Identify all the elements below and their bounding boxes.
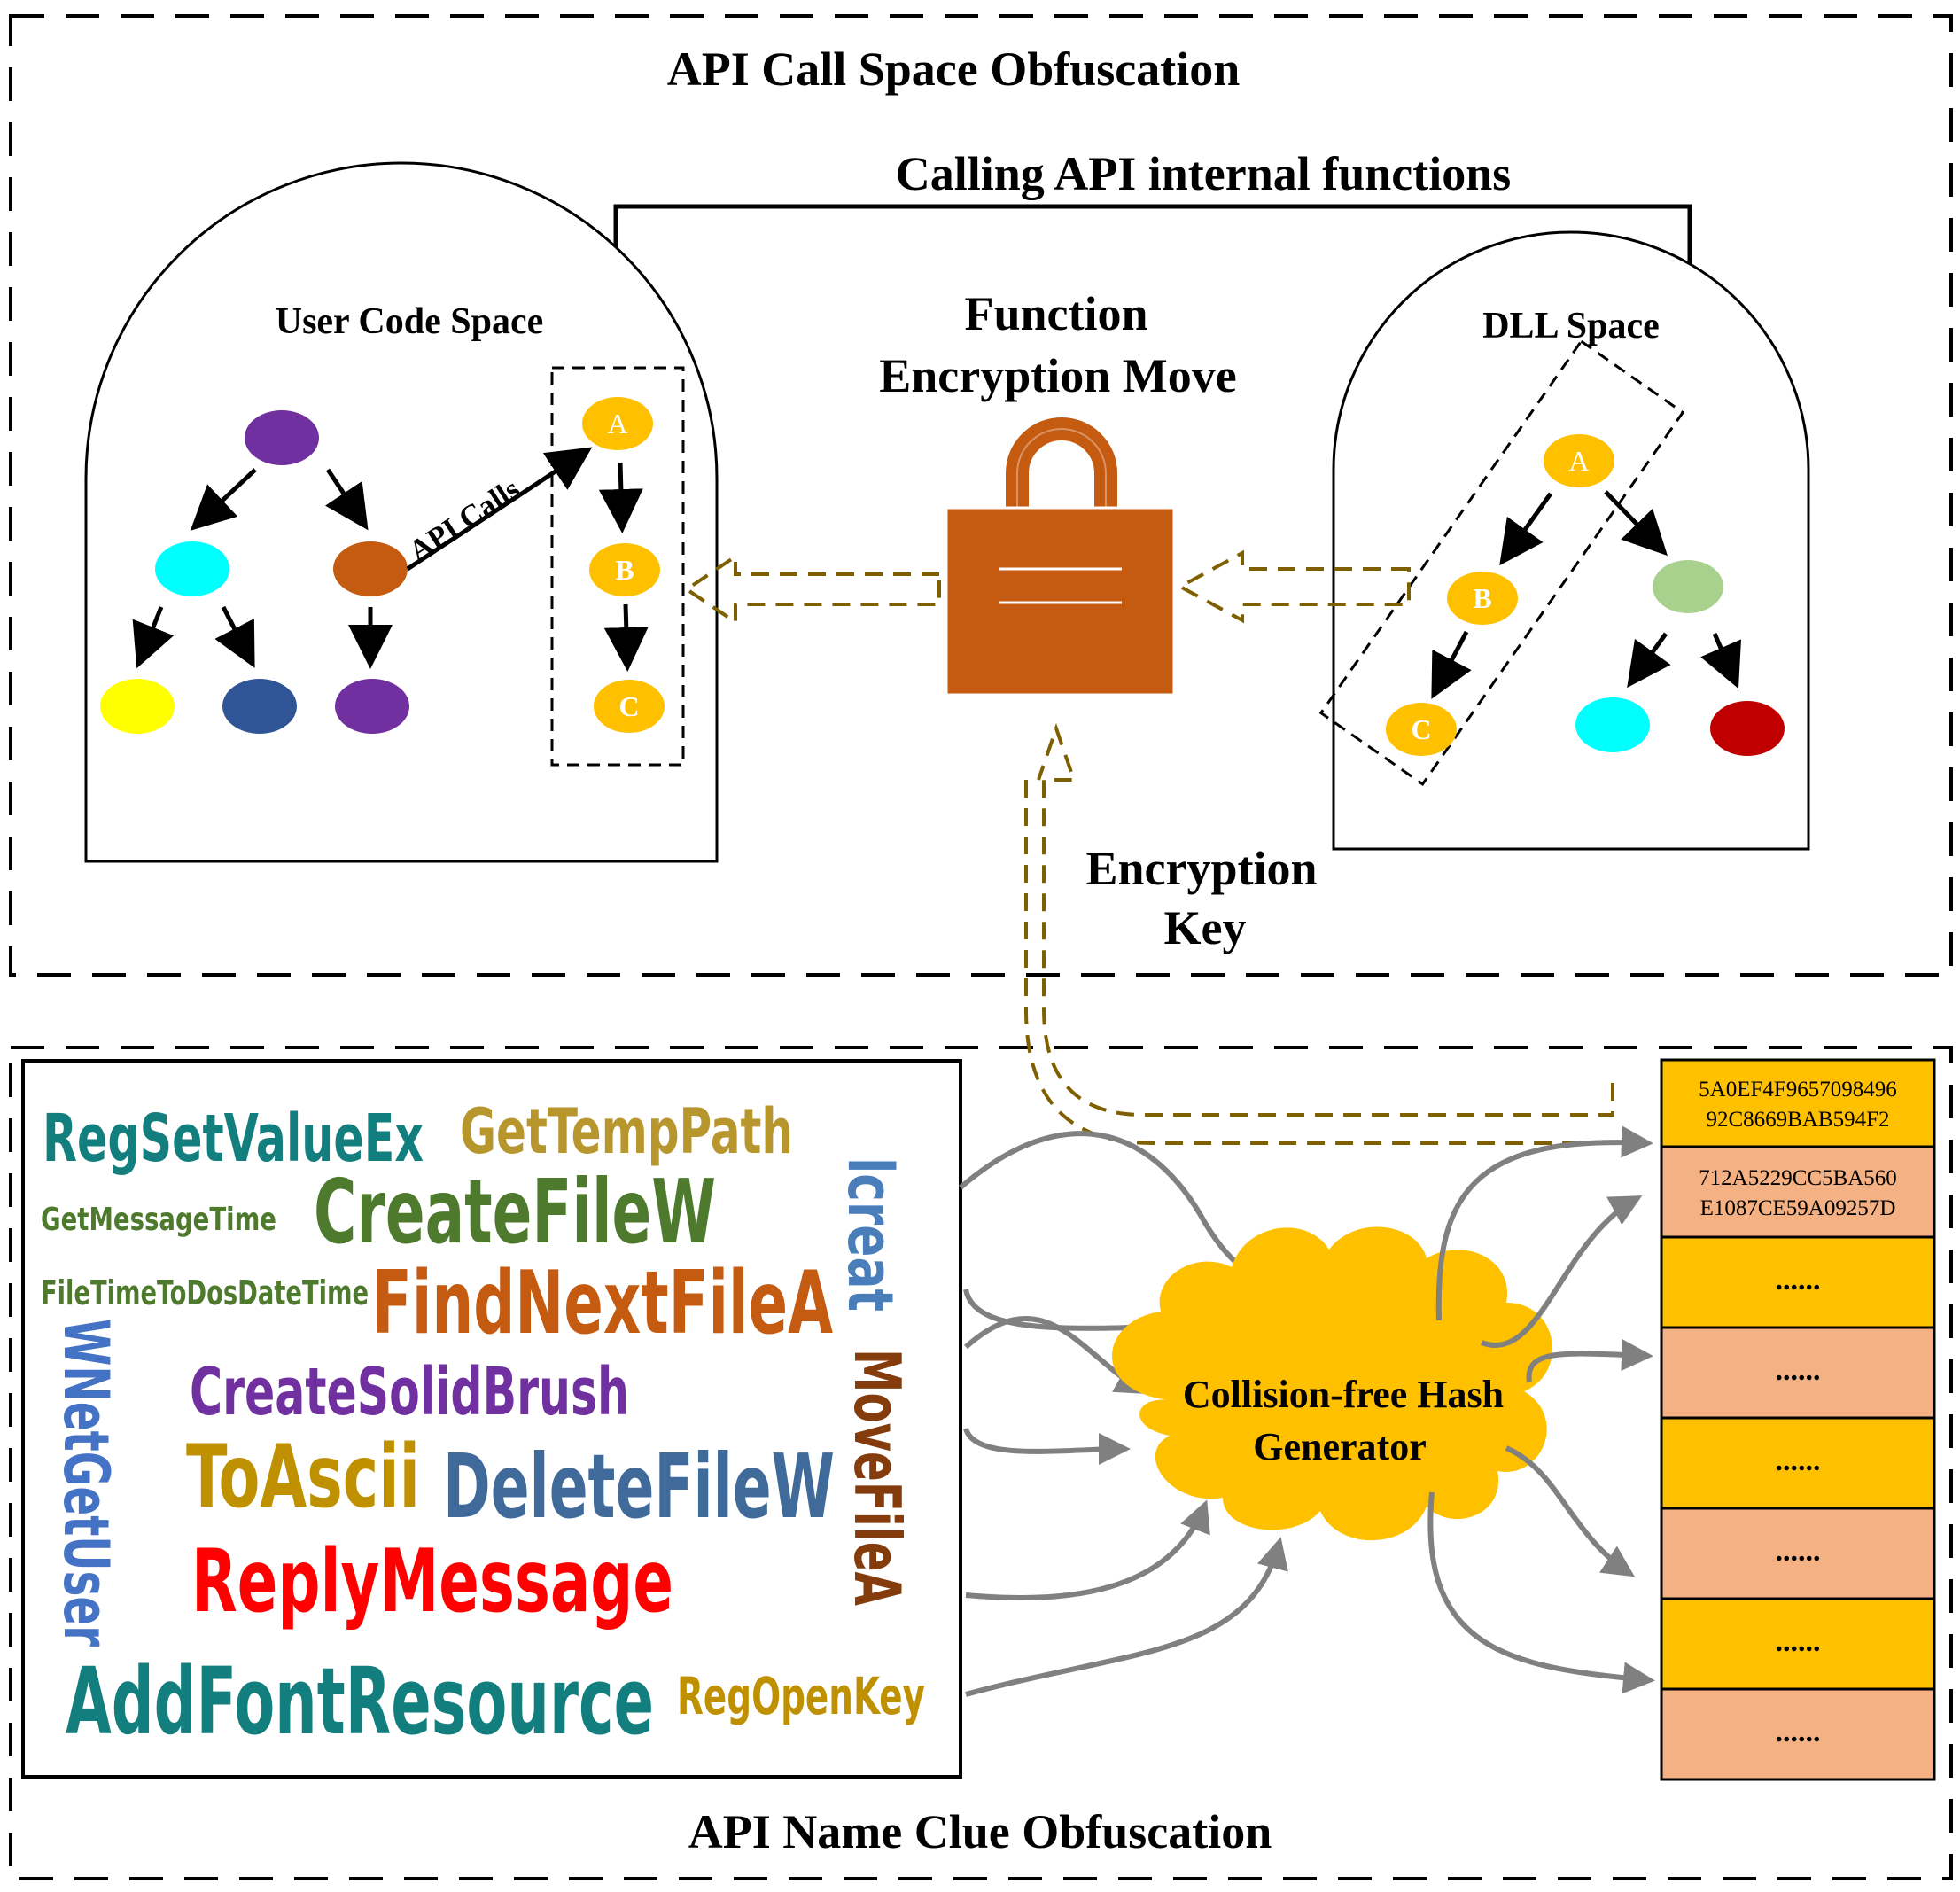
dll-node-a-label: A: [1568, 445, 1589, 477]
name-clue-frame: [9, 1046, 1953, 1880]
lock-to-user-arrow: [683, 553, 941, 626]
call-space-frame: [9, 14, 1953, 977]
user-api-group: [550, 366, 685, 767]
hash-value-ellipsis: ......: [1776, 1716, 1821, 1748]
word-createsolidbrush: CreateSolidBrush: [190, 1354, 629, 1430]
dll-node-c-label: C: [1411, 713, 1431, 745]
calling-label: Calling API internal functions: [896, 147, 1512, 200]
hash-value-line1: 5A0EF4F9657098496: [1699, 1078, 1897, 1102]
dll-node-a: [1544, 434, 1614, 487]
hash-value-ellipsis: ......: [1776, 1264, 1821, 1296]
word-createfilew: CreateFileW: [314, 1160, 716, 1264]
user-api-node-c: [594, 680, 665, 733]
dll-edge: [1604, 490, 1668, 557]
key-to-lock-arrow: [1024, 722, 1614, 1145]
user-api-edge: [598, 462, 643, 533]
dll-node-green: [1653, 560, 1723, 613]
user-node-right: [333, 541, 408, 596]
dll-node-c: [1386, 703, 1457, 756]
hash-table-row: [1660, 1058, 1936, 1148]
call-space-title: API Call Space Obfuscation: [667, 43, 1241, 96]
dll-edge: [1627, 632, 1671, 689]
lock-label-line2: Encryption Move: [879, 349, 1236, 402]
dll-edge: [1431, 630, 1472, 699]
word-regopenkey: RegOpenKey: [677, 1666, 925, 1726]
user-node-top: [245, 410, 319, 465]
hash-generator-cloud: Collision-free Hash Generator: [1112, 1226, 1553, 1541]
api-name-word-cloud: [21, 1059, 962, 1779]
dll-leaf-red: [1710, 701, 1785, 756]
hash-to-table-arrows: [1427, 1125, 1655, 1694]
word-getmessagetime: GetMessageTime: [41, 1202, 276, 1238]
user-edge: [325, 468, 369, 531]
dll-edge: [1499, 492, 1553, 566]
dll-node-b-label: B: [1473, 582, 1491, 614]
word-cloud-words: RegSetValueEx GetTempPath GetMessageTime…: [41, 1095, 925, 1756]
user-api-node-b-label: B: [615, 554, 634, 586]
lock-label-line1: Function: [964, 287, 1147, 340]
dll-to-lock-arrow: [1176, 549, 1411, 624]
user-edge: [132, 606, 175, 669]
hash-value-line2: E1087CE59A09257D: [1700, 1196, 1896, 1220]
hash-value-ellipsis: ......: [1776, 1535, 1821, 1568]
hash-generator-line1: Collision-free Hash: [1183, 1373, 1504, 1416]
dll-node-b: [1447, 572, 1518, 625]
word-movefilea: MoveFileA: [840, 1349, 914, 1606]
word-wnetgetuser: WNetGetUser: [50, 1319, 122, 1647]
hash-table: 5A0EF4F9657098496 92C8669BAB594F2 712A5229…: [1660, 1058, 1936, 1781]
user-leaf-yellow: [100, 679, 175, 734]
word-lcreat: lcreat: [834, 1157, 906, 1312]
word-filetimetodosdatetime: FileTimeToDosDateTime: [41, 1273, 369, 1312]
word-deletefilew: DeleteFileW: [443, 1435, 835, 1538]
encryption-key-line2: Key: [1164, 901, 1247, 954]
hash-table-row: [1660, 1145, 1936, 1239]
hash-value-line1: 712A5229CC5BA560: [1699, 1166, 1897, 1190]
hash-value-ellipsis: ......: [1776, 1444, 1821, 1477]
hash-value-line2: 92C8669BAB594F2: [1707, 1108, 1890, 1132]
encryption-key-line1: Encryption: [1085, 842, 1317, 895]
dll-api-group: [1318, 339, 1685, 786]
user-api-node-a-label: A: [607, 408, 627, 440]
hash-table-row: [1660, 1326, 1936, 1420]
user-api-node-b: [589, 543, 660, 596]
word-regsetvalueex: RegSetValueEx: [43, 1101, 424, 1177]
word-gettemppath: GetTempPath: [460, 1095, 793, 1168]
lock-icon: [945, 417, 1176, 697]
user-node-left: [155, 541, 229, 596]
word-replymessage: ReplyMessage: [191, 1531, 673, 1632]
dll-space-label: DLL Space: [1482, 306, 1660, 346]
hash-value-ellipsis: ......: [1776, 1625, 1821, 1658]
dll-leaf-cyan: [1575, 697, 1650, 752]
api-calls-arrow: [406, 447, 593, 572]
hash-generator-line2: Generator: [1253, 1425, 1426, 1468]
word-findnextfilea: FindNextFileA: [372, 1253, 833, 1354]
hash-table-row: [1660, 1507, 1936, 1600]
user-api-edge: [603, 603, 649, 672]
user-edge: [214, 605, 255, 668]
dll-edge: [1700, 633, 1742, 689]
hash-table-row: [1660, 1235, 1936, 1329]
word-toascii: ToAscii: [186, 1427, 420, 1528]
user-api-node-a: [582, 397, 653, 450]
user-edge: [190, 468, 257, 531]
user-leaf-purple: [335, 679, 409, 734]
user-leaf-navy: [222, 679, 297, 734]
user-api-node-c-label: C: [618, 690, 639, 722]
name-clue-title: API Name Clue Obfuscation: [688, 1805, 1272, 1858]
hash-value-ellipsis: ......: [1776, 1354, 1821, 1387]
user-code-space-label: User Code Space: [276, 301, 544, 342]
hash-table-row: [1660, 1687, 1936, 1781]
word-addfontresource: AddFontResource: [66, 1647, 654, 1756]
hash-table-row: [1660, 1416, 1936, 1510]
